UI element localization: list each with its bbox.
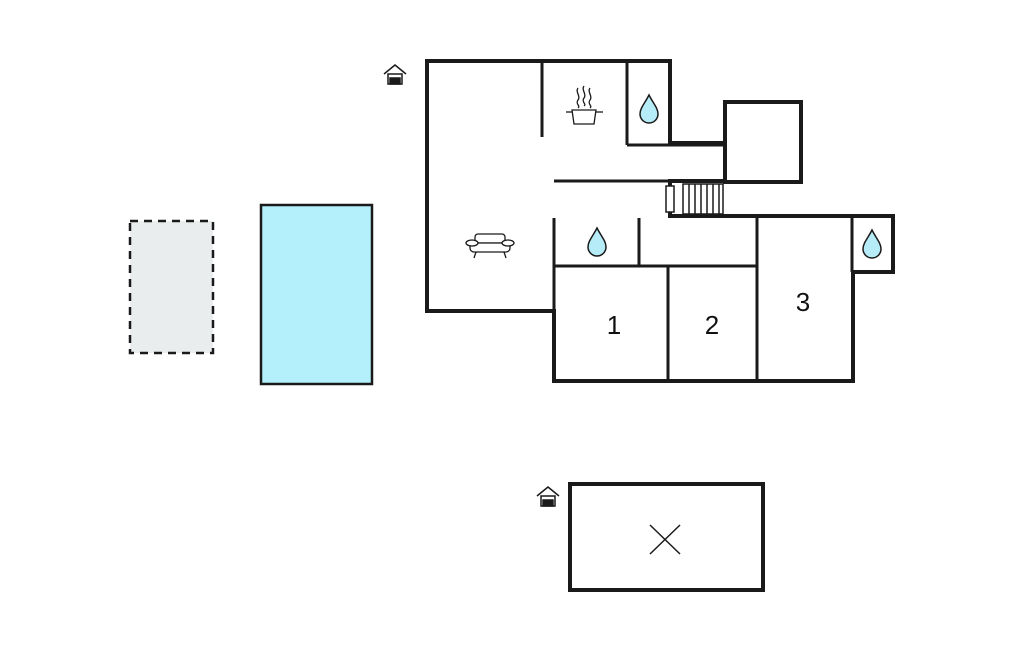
pool: [259, 203, 374, 386]
bedroom-1-label: 1: [607, 310, 621, 340]
annex-room: [723, 100, 803, 184]
cross-mark-icon: [649, 524, 681, 555]
stairs-icon: [665, 183, 724, 215]
main-building-outer-wall: [425, 59, 895, 383]
bedroom-2-label: 2: [705, 310, 719, 340]
interior-walls: [540, 61, 854, 381]
sofa-icon: [465, 233, 515, 259]
water-drop-icon: [862, 228, 882, 259]
water-drop-icon: [639, 93, 659, 124]
cooking-pot-icon: [566, 85, 603, 125]
house-entrance-icon: [383, 64, 407, 85]
outbuilding: [568, 482, 765, 592]
bedroom-3-label: 3: [796, 287, 810, 317]
house-entrance-icon: [536, 486, 560, 507]
terrace: [128, 219, 215, 355]
water-drop-icon: [587, 226, 607, 257]
